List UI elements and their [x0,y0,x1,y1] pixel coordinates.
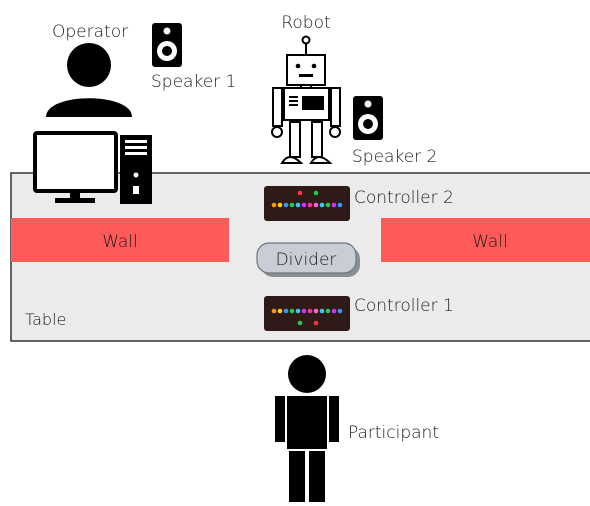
computer-tower-icon [120,135,152,204]
speaker-2-label: Speaker 2 [352,147,437,167]
participant-person-icon [275,355,339,502]
speaker-1-label: Speaker 1 [151,72,236,92]
computer-monitor-icon [33,131,118,203]
divider: Divider [256,242,360,277]
operator-person-icon [46,43,132,117]
robot-icon [271,35,341,164]
robot-label: Robot [281,13,330,33]
table-label: Table [25,310,66,329]
divider-label: Divider [276,250,337,270]
controller-2-icon [264,186,350,221]
wall-right-label: Wall [472,232,508,252]
controller-1-icon [264,296,350,331]
wall-left-label: Wall [102,232,138,252]
participant-label: Participant [348,423,439,443]
operator-label: Operator [52,22,128,42]
controller-1-label: Controller 1 [354,296,454,316]
wall-left: Wall [11,218,229,262]
wall-right: Wall [381,218,590,262]
speaker-1-icon [152,23,182,67]
speaker-2-icon [353,96,383,140]
controller-2-label: Controller 2 [354,188,454,208]
